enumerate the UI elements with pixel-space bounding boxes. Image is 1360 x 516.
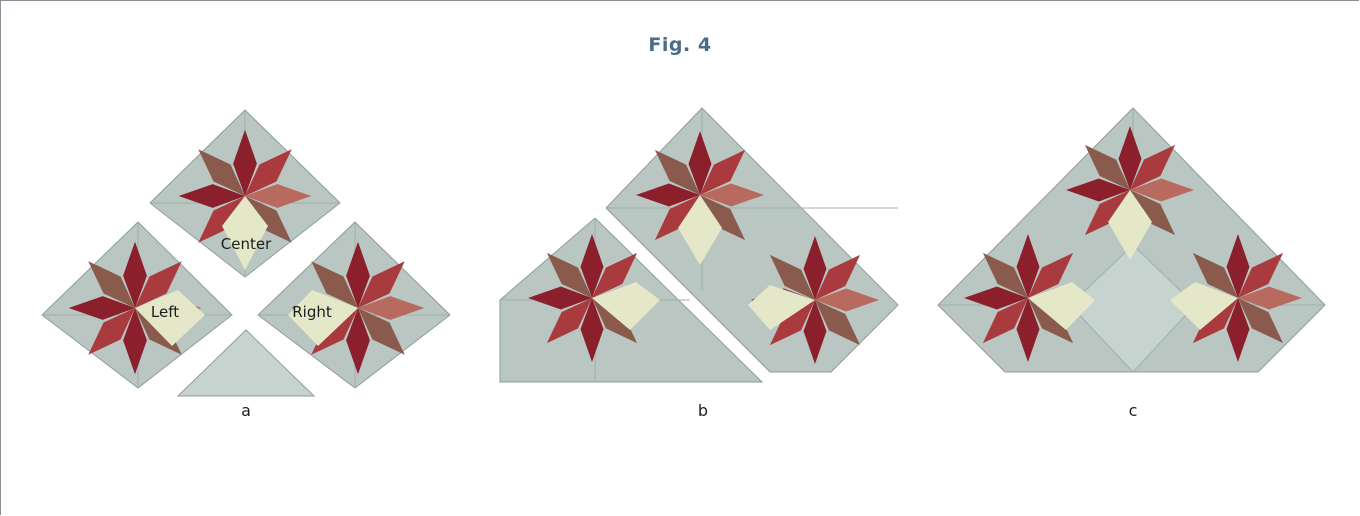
left-label: Left	[151, 303, 179, 321]
panel-c: c	[938, 108, 1325, 420]
panel-b: b	[500, 108, 898, 420]
panel-a: Center Left Right a	[42, 110, 450, 420]
panel-c-label: c	[1129, 401, 1138, 420]
panel-a-label: a	[241, 401, 251, 420]
right-label: Right	[292, 303, 332, 321]
center-label: Center	[221, 235, 272, 253]
left-block	[42, 222, 232, 388]
right-block	[258, 222, 450, 388]
panel-b-label: b	[698, 401, 708, 420]
